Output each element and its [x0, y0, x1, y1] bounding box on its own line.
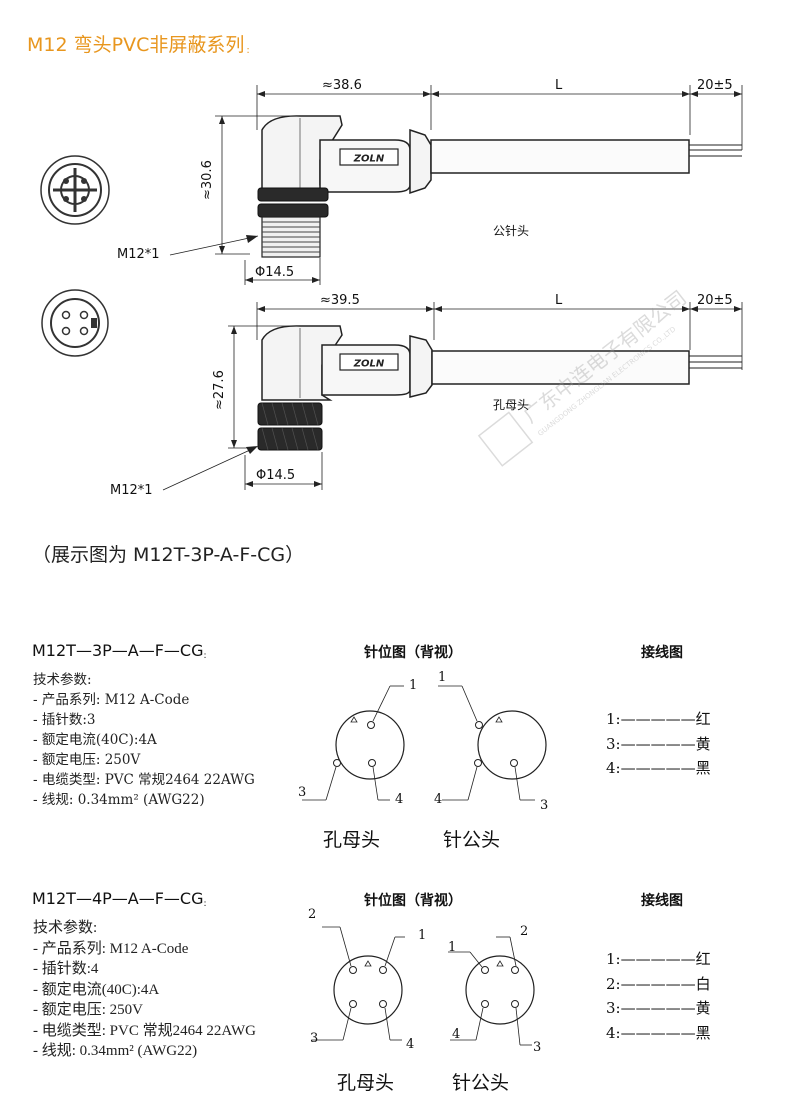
male-dim-cable-length: L: [555, 78, 563, 93]
pin-number: 4: [434, 792, 443, 807]
pin-number: 1: [448, 940, 457, 955]
pin-layout-header: 针位图（背视）: [364, 645, 462, 661]
female-front-view-icon: [41, 289, 109, 357]
male-pin-label: 针公头: [452, 1072, 510, 1094]
tech-params: 技术参数: - 产品系列: M12 A-Code - 插针数:3 - 额定电流(…: [33, 672, 255, 808]
pin-number: 3: [533, 1040, 542, 1055]
pin-number: 2: [520, 924, 529, 939]
wiring-header: 接线图: [641, 893, 683, 909]
pin-number: 4: [395, 792, 404, 807]
male-brand-logo: ZOLN: [353, 154, 385, 165]
male-diameter-label: Φ14.5: [255, 265, 295, 280]
pin-layout-header: 针位图（背视）: [364, 893, 462, 909]
pin-number: 1: [438, 670, 447, 685]
female-pin-label: 孔母头: [323, 829, 381, 851]
pin-number: 2: [308, 907, 317, 922]
pin-number: 4: [406, 1037, 415, 1052]
female-connector-label: 孔母头: [493, 398, 530, 412]
wiring-list: 1:—————红 2:—————白 3:—————黄 4:—————黑: [606, 950, 711, 1042]
female-dim-strip-length: 20±5: [697, 293, 733, 308]
female-brand-logo: ZOLN: [353, 359, 385, 370]
female-pin-label: 孔母头: [337, 1072, 395, 1094]
male-dim-height: ≈30.6: [200, 160, 215, 200]
section-model-title: M12T—3P—A—F—CG:: [32, 641, 207, 661]
male-front-view-icon: [40, 155, 110, 225]
pin-number: 3: [540, 798, 549, 813]
pin-number: 4: [452, 1027, 461, 1042]
male-thread-label: M12*1: [117, 247, 160, 262]
female-diameter-label: Φ14.5: [256, 468, 296, 483]
page-title: M12 弯头PVC非屏蔽系列:: [27, 34, 250, 56]
display-caption: （展示图为 M12T-3P-A-F-CG）: [32, 544, 305, 566]
wiring-list: 1:—————红 3:—————黄 4:—————黑: [606, 710, 711, 777]
tech-params: 技术参数: - 产品系列: M12 A-Code - 插针数:4 - 额定电流(…: [33, 920, 256, 1059]
female-thread-label: M12*1: [110, 483, 153, 498]
wiring-header: 接线图: [641, 645, 683, 661]
technical-drawing: ZOLN ZOLN: [40, 85, 743, 491]
pin-number: 3: [310, 1031, 319, 1046]
female-dim-cable-length: L: [555, 293, 563, 308]
male-dim-strip-length: 20±5: [697, 78, 733, 93]
female-dim-head-length: ≈39.5: [320, 293, 360, 308]
male-connector-label: 公针头: [493, 224, 530, 238]
male-dim-head-length: ≈38.6: [322, 78, 362, 93]
pin-number: 1: [418, 928, 427, 943]
pin-number: 3: [298, 785, 307, 800]
pin-diagram-3p: [302, 685, 547, 801]
section-model-title: M12T—4P—A—F—CG:: [32, 889, 207, 909]
female-dim-height: ≈27.6: [212, 370, 227, 410]
pin-number: 1: [409, 678, 418, 693]
pin-diagram-4p: [312, 926, 535, 1046]
male-pin-label: 针公头: [443, 829, 501, 851]
